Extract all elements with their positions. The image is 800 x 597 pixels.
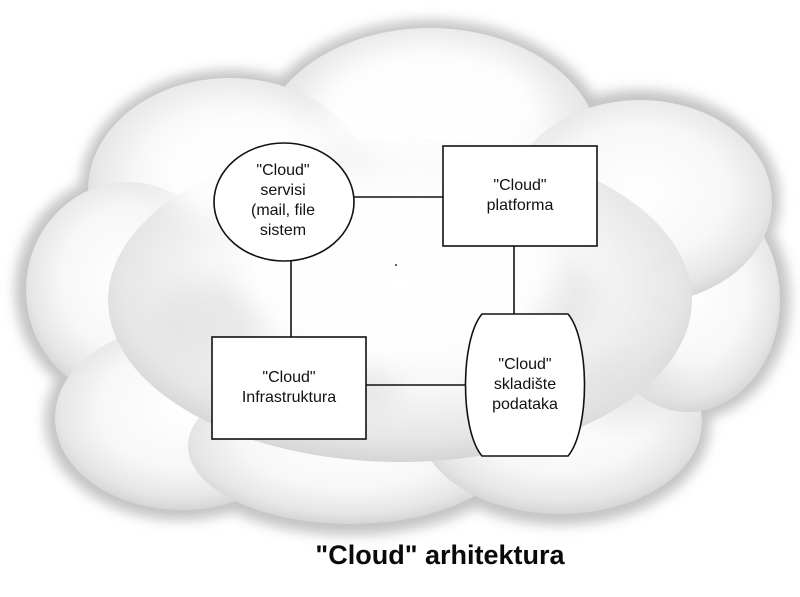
services-label-line: sistem: [259, 222, 307, 239]
services-label-line: "Cloud": [256, 162, 310, 179]
infrastructure-label-line: Infrastruktura: [241, 389, 337, 406]
connectors: [290, 196, 515, 386]
storage-label-line: podataka: [492, 396, 558, 413]
storage-label-line: skladište: [493, 376, 557, 393]
storage-node-cylinder: [464, 313, 586, 457]
services-node-label: "Cloud" servisi (mail, file sistem: [214, 142, 352, 260]
storage-label-line: "Cloud": [498, 356, 552, 373]
platform-label-line: platforma: [486, 197, 554, 214]
services-label-line: (mail, file: [250, 202, 315, 219]
infrastructure-node-box: [211, 336, 367, 440]
infrastructure-label-line: "Cloud": [262, 369, 316, 386]
node-shapes: [211, 142, 598, 457]
services-label-line: servisi: [260, 182, 306, 199]
infrastructure-node-label: "Cloud" Infrastruktura: [212, 337, 366, 439]
platform-label-line: "Cloud": [493, 177, 547, 194]
platform-node-label: "Cloud" platforma: [443, 146, 597, 246]
diagram-caption: "Cloud" arhitektura: [315, 540, 565, 570]
platform-node-box: [442, 145, 598, 247]
services-node-circle: [213, 142, 355, 262]
storage-node-label: "Cloud" skladište podataka: [466, 312, 584, 458]
center-dot: [395, 264, 397, 266]
